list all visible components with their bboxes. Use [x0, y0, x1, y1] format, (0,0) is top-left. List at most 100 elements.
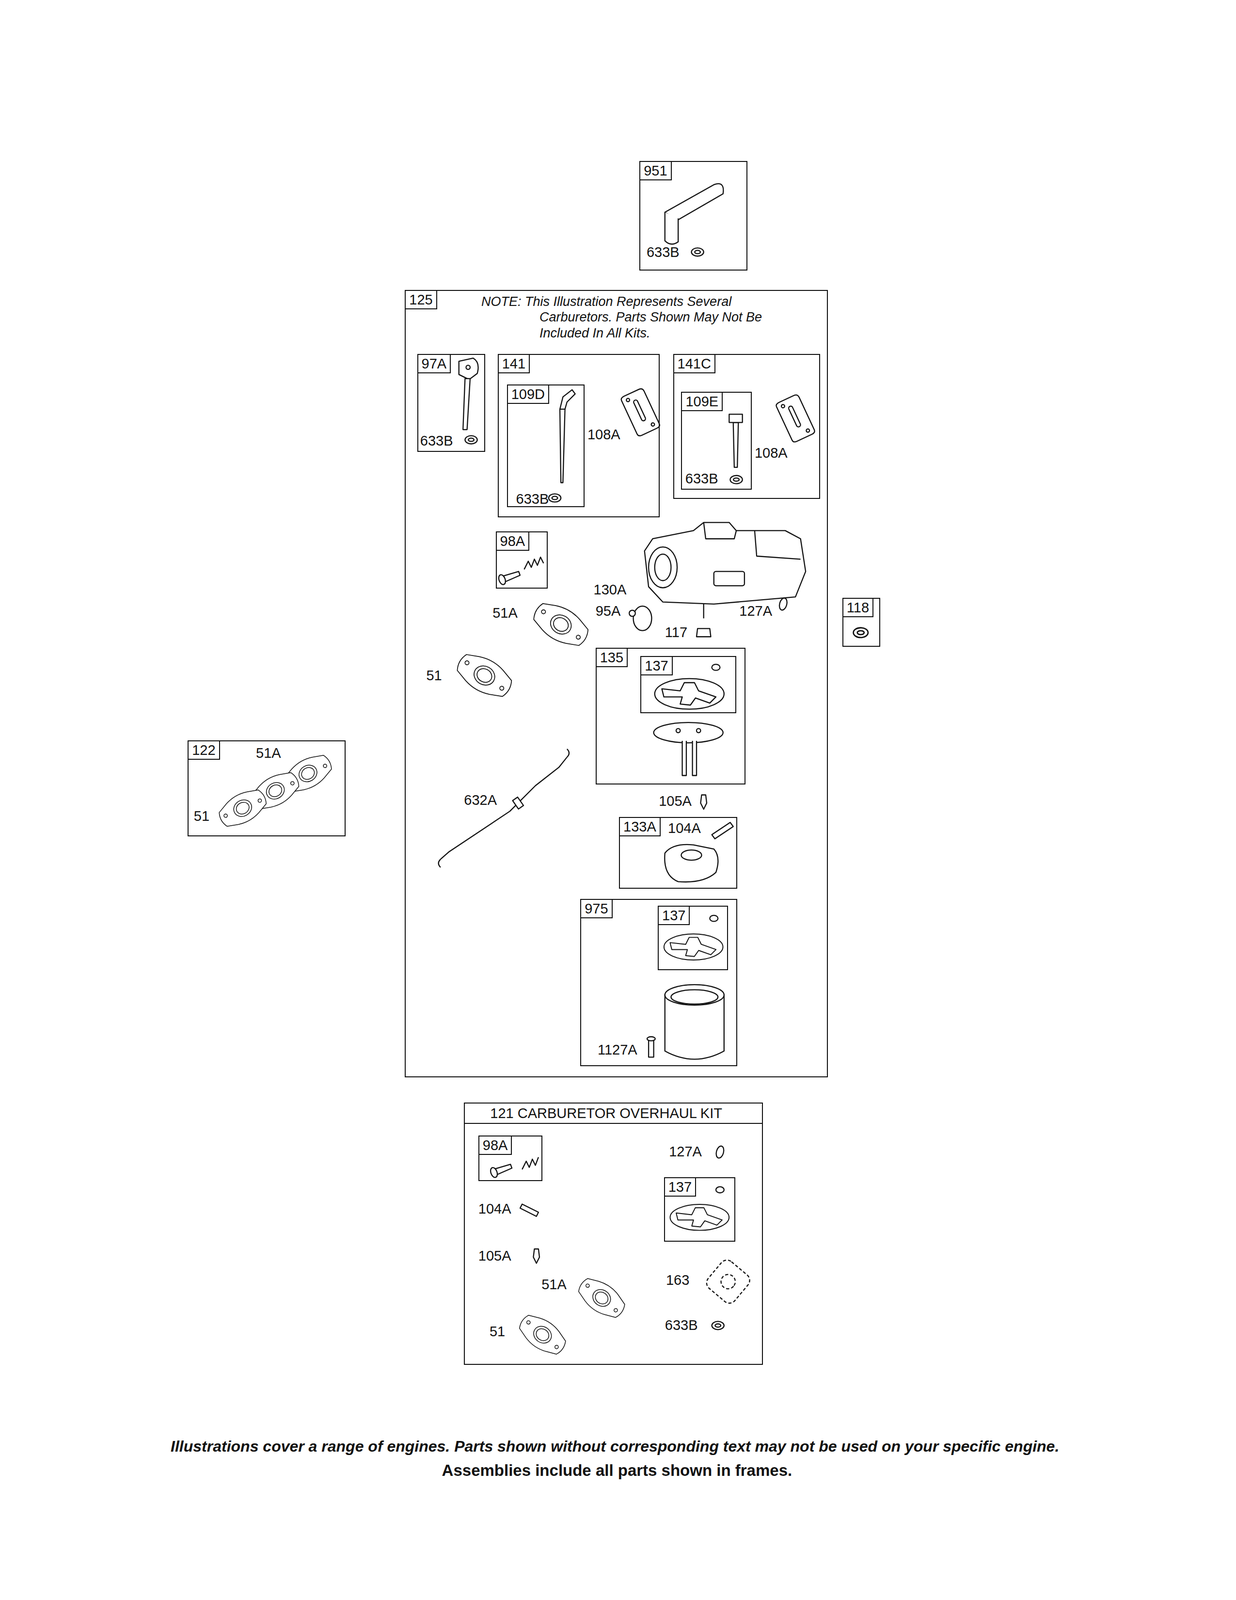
governor-link	[440, 757, 568, 859]
part-frame: 137	[664, 1176, 736, 1242]
idle-screw-spring	[497, 573, 507, 586]
frame-number: 135	[596, 648, 628, 667]
frame-number: 125	[405, 290, 437, 310]
carburetor-body	[644, 522, 806, 604]
washer	[548, 493, 561, 503]
callout-number: 130A	[593, 582, 627, 597]
footer-note: Illustrations cover a range of engines. …	[170, 1438, 1060, 1454]
inlet-needle	[533, 1248, 540, 1263]
choke-plate	[620, 387, 661, 437]
choke-plate	[775, 393, 816, 443]
callout-number: 633B	[665, 1317, 698, 1332]
gasket	[703, 1256, 753, 1306]
callout-number: 633B	[516, 491, 550, 506]
float-bowl-plate	[696, 728, 701, 733]
o-ring	[714, 1144, 726, 1159]
frame-number: 109D	[507, 385, 550, 404]
gasket	[703, 1256, 753, 1306]
callout-number: 105A	[658, 793, 692, 808]
frame-number: 109E	[681, 392, 723, 412]
callout-number: 632A	[463, 792, 497, 807]
callout-number: 633B	[685, 471, 719, 486]
float-bowl-plate	[676, 728, 681, 733]
float-pin	[520, 1203, 539, 1216]
choke-shaft	[728, 413, 743, 423]
callout-number: 104A	[478, 1201, 512, 1216]
callout-number: 104A	[667, 821, 701, 836]
idle-screw-spring	[497, 568, 522, 586]
control-lever	[665, 212, 679, 245]
frame-number: 97A	[418, 354, 452, 374]
float-bowl-plate	[653, 722, 724, 776]
frame-number: 141C	[674, 354, 716, 374]
frame-number: 951	[640, 161, 672, 181]
throttle-shaft	[459, 358, 479, 380]
carburetor-frame: 125NOTE: This Illustration Represents Se…	[404, 289, 828, 1078]
footer-note: Assemblies include all parts shown in fr…	[442, 1461, 793, 1478]
idle-screw-spring	[489, 1156, 539, 1179]
carburetor-body	[648, 546, 678, 588]
carburetor-body	[713, 571, 745, 586]
kit-frame: 975137	[580, 898, 738, 1066]
washer	[712, 1320, 725, 1330]
callout-number: 127A	[739, 603, 773, 618]
o-ring	[712, 664, 721, 671]
bowl-gasket	[664, 933, 724, 960]
choke-shaft	[733, 422, 739, 468]
callout-number: 108A	[587, 427, 621, 442]
idle-screw-spring	[489, 1160, 514, 1178]
gasket	[214, 783, 271, 833]
kit-frame: 135 137	[595, 647, 746, 785]
idle-screw-spring	[522, 1156, 539, 1170]
choke-shaft	[559, 389, 576, 410]
carburetor-body	[654, 554, 672, 581]
callout-number: 127A	[668, 1144, 702, 1159]
bowl-bolt	[648, 1039, 654, 1058]
carburetor-body	[703, 522, 737, 539]
gasket	[717, 1271, 738, 1292]
o-ring	[709, 915, 718, 922]
bowl-gasket	[670, 1204, 730, 1231]
part-frame: 137	[640, 655, 737, 714]
choke-shaft	[559, 409, 566, 483]
carburetor-body	[703, 603, 705, 618]
frame-number: 98A	[496, 532, 530, 551]
bowl-bolt	[647, 1036, 656, 1057]
control-lever	[665, 183, 724, 221]
control-lever	[665, 183, 724, 245]
callout-number: 51A	[255, 745, 282, 760]
bowl-gasket	[654, 678, 725, 710]
idle-screw-spring	[489, 1166, 499, 1178]
callout-number: 163	[665, 1272, 690, 1287]
float-bowl	[670, 989, 718, 1004]
throttle-shaft	[462, 378, 471, 430]
washer	[691, 247, 704, 256]
governor-link	[438, 748, 570, 868]
choke-shaft	[728, 413, 743, 467]
frame-number: 137	[665, 1177, 697, 1197]
throttle-shaft	[459, 358, 479, 430]
callout-number: 108A	[754, 445, 788, 460]
callout-number: 105A	[478, 1248, 512, 1263]
callout-number: 51	[489, 1323, 506, 1338]
frame-number: 137	[641, 656, 673, 676]
throttle-shaft	[466, 364, 471, 369]
o-ring	[777, 597, 789, 611]
callout-number: 1127A	[597, 1042, 638, 1057]
frame-number: 133A	[619, 817, 661, 837]
callout-number: 95A	[595, 603, 621, 618]
inlet-needle	[700, 794, 707, 809]
washer	[464, 435, 477, 444]
kit-title: 121 CARBURETOR OVERHAUL KIT	[464, 1103, 762, 1124]
carburetor-body	[754, 530, 801, 559]
idle-screw-spring	[523, 556, 544, 570]
throttle-plate	[633, 605, 652, 631]
callout-number: 51A	[541, 1276, 567, 1291]
float-bowl	[665, 984, 725, 1005]
float-bowl	[665, 984, 725, 1060]
screw	[629, 610, 636, 617]
gasket	[573, 1271, 630, 1323]
float-bowl-plate	[682, 740, 697, 776]
frame-number: 141	[498, 354, 530, 374]
